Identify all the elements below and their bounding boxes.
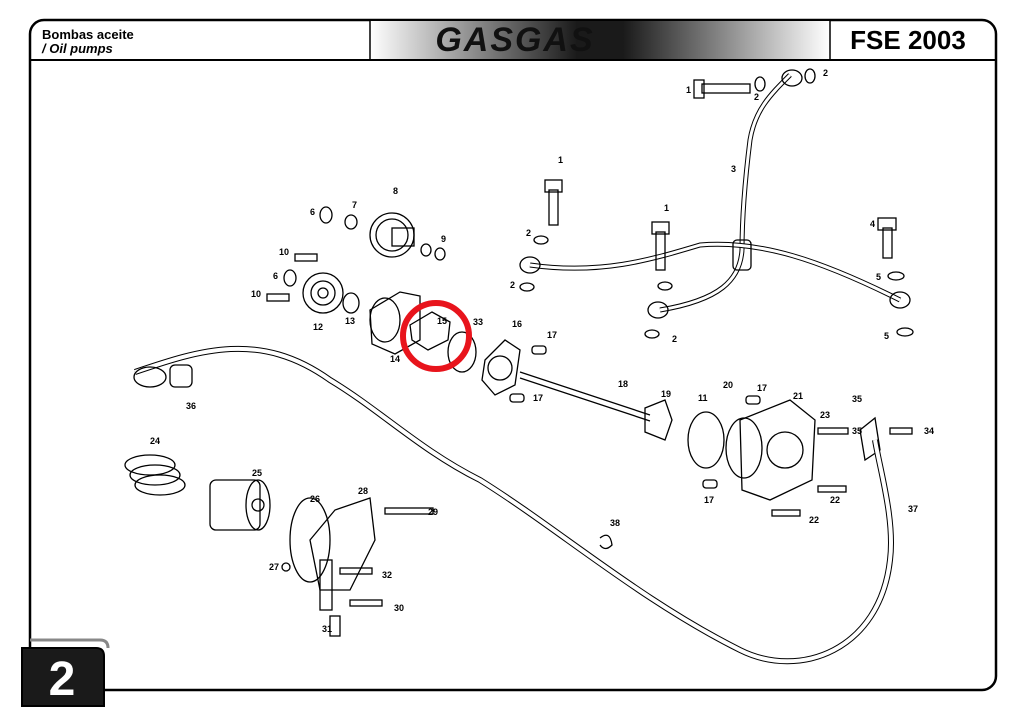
callout-2: 2	[754, 92, 759, 102]
callout-30: 30	[394, 603, 404, 613]
callout-1: 1	[686, 85, 691, 95]
callout-14: 14	[390, 354, 400, 364]
diagram-lines	[124, 68, 914, 665]
page-number: 2	[48, 653, 76, 706]
callout-18: 18	[618, 379, 628, 389]
callout-8: 8	[393, 186, 398, 196]
callout-2: 2	[672, 334, 677, 344]
callout-5: 5	[876, 272, 881, 282]
callout-37: 37	[908, 504, 918, 514]
callout-15: 15	[437, 316, 447, 326]
callout-33: 33	[473, 317, 483, 327]
callout-4: 4	[870, 219, 875, 229]
callout-17: 17	[757, 383, 767, 393]
callout-1: 1	[664, 203, 669, 213]
callout-28: 28	[358, 486, 368, 496]
callout-19: 19	[661, 389, 671, 399]
callout-6: 6	[310, 207, 315, 217]
callout-9: 9	[441, 234, 446, 244]
callout-27: 27	[269, 562, 279, 572]
callout-10: 10	[279, 247, 289, 257]
callout-3: 3	[731, 164, 736, 174]
callout-25: 25	[252, 468, 262, 478]
callout-11: 11	[698, 393, 708, 403]
callout-23: 23	[820, 410, 830, 420]
callout-17: 17	[704, 495, 714, 505]
callout-29: 29	[428, 507, 438, 517]
title-english: / Oil pumps	[42, 41, 113, 56]
callout-20: 20	[723, 380, 733, 390]
callout-16: 16	[512, 319, 522, 329]
header-band	[370, 21, 830, 59]
callout-38: 38	[610, 518, 620, 528]
callout-35: 35	[852, 426, 862, 436]
callout-2: 2	[823, 68, 828, 78]
callout-2: 2	[510, 280, 515, 290]
callout-21: 21	[793, 391, 803, 401]
page-frame	[28, 18, 998, 692]
callout-26: 26	[310, 494, 320, 504]
callout-31: 31	[322, 624, 332, 634]
highlight-circle	[400, 300, 472, 372]
callout-10: 10	[251, 289, 261, 299]
callout-22: 22	[830, 495, 840, 505]
callout-5: 5	[884, 331, 889, 341]
model-name: FSE 2003	[850, 25, 966, 55]
callout-36: 36	[186, 401, 196, 411]
callout-24: 24	[150, 436, 160, 446]
callout-1: 1	[558, 155, 563, 165]
callout-35: 35	[852, 394, 862, 404]
callout-7: 7	[352, 200, 357, 210]
callout-34: 34	[924, 426, 934, 436]
header-title: Bombas aceite / Oil pumps	[40, 26, 370, 58]
callout-2: 2	[526, 228, 531, 238]
callout-22: 22	[809, 515, 819, 525]
callout-13: 13	[345, 316, 355, 326]
callout-17: 17	[547, 330, 557, 340]
callout-6: 6	[273, 271, 278, 281]
brand-logo: GASGAS	[435, 21, 595, 59]
page-number-tab	[21, 647, 105, 707]
callout-17: 17	[533, 393, 543, 403]
callout-12: 12	[313, 322, 323, 332]
callout-32: 32	[382, 570, 392, 580]
title-spanish: Bombas aceite	[42, 27, 134, 42]
